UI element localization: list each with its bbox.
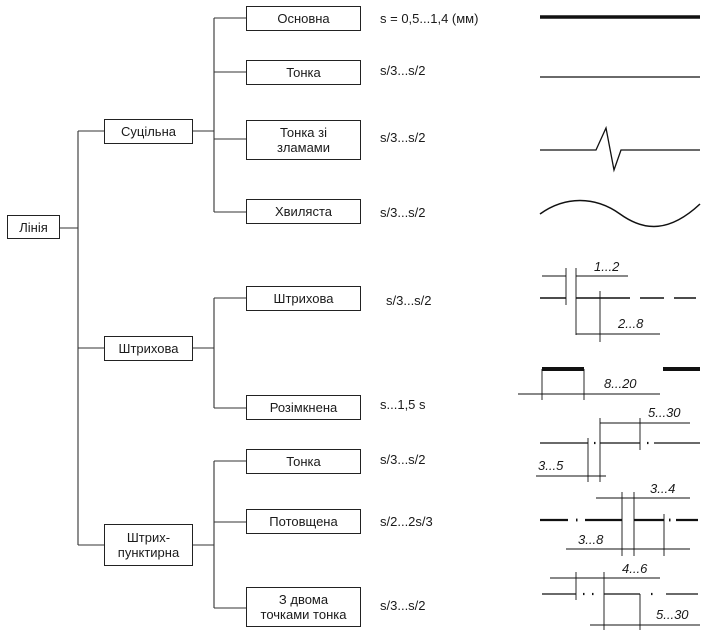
dimension-label: 2...8: [618, 316, 644, 331]
group-label-dashed: Штрихова: [118, 341, 179, 356]
type-label: З двома точками тонка: [260, 592, 347, 622]
type-label: Основна: [277, 11, 330, 26]
type-label: Штрихова: [273, 291, 334, 306]
thickness-spec: s/3...s/2: [380, 452, 426, 467]
thickness-spec: s/3...s/2: [380, 63, 426, 78]
type-label: Тонка: [286, 65, 321, 80]
type-label: Тонка: [286, 454, 321, 469]
group-box-dashdot: Штрих- пунктирна: [104, 524, 193, 566]
type-box: Штрихова: [246, 286, 361, 311]
thickness-spec: s/3...s/2: [380, 598, 426, 613]
type-box: Тонка зі зламами: [246, 120, 361, 160]
type-label: Потовщена: [269, 514, 338, 529]
dimension-label: 5...30: [648, 405, 681, 420]
group-box-solid: Суцільна: [104, 119, 193, 144]
dimension-label: 8...20: [604, 376, 637, 391]
thickness-spec: s/3...s/2: [380, 130, 426, 145]
dimension-label: 3...5: [538, 458, 564, 473]
type-label: Тонка зі зламами: [277, 125, 330, 155]
dimension-lines: [550, 572, 700, 630]
dimension-label: 3...8: [578, 532, 604, 547]
group-label-solid: Суцільна: [121, 124, 176, 139]
dimension-label: 5...30: [656, 607, 689, 622]
thickness-spec: s/2...2s/3: [380, 514, 433, 529]
dimension-lines: [566, 492, 690, 556]
dimension-label: 4...6: [622, 561, 648, 576]
type-label: Хвиляста: [274, 204, 332, 219]
thickness-spec: s = 0,5...1,4 (мм): [380, 11, 479, 26]
type-box: Потовщена: [246, 509, 361, 534]
dimension-lines: [542, 268, 660, 342]
thickness-spec: s/3...s/2: [386, 293, 432, 308]
root-label: Лінія: [19, 219, 48, 235]
sample-wavy: [539, 199, 701, 228]
dimension-lines: [536, 418, 690, 482]
group-label-dashdot: Штрих- пунктирна: [117, 530, 180, 560]
type-box: Тонка: [246, 449, 361, 474]
type-box: Тонка: [246, 60, 361, 85]
type-box: Основна: [246, 6, 361, 31]
sample-open: [518, 367, 700, 400]
root-box: Лінія: [7, 215, 60, 239]
sample-zigzag: [540, 125, 700, 173]
dimension-label: 1...2: [594, 259, 620, 274]
type-box: Хвиляста: [246, 199, 361, 224]
type-box: Розімкнена: [246, 395, 361, 420]
thickness-spec: s/3...s/2: [380, 205, 426, 220]
type-label: Розімкнена: [269, 400, 338, 415]
dimension-label: 3...4: [650, 481, 676, 496]
thickness-spec: s...1,5 s: [380, 397, 426, 412]
type-box: З двома точками тонка: [246, 587, 361, 627]
group-box-dashed: Штрихова: [104, 336, 193, 361]
